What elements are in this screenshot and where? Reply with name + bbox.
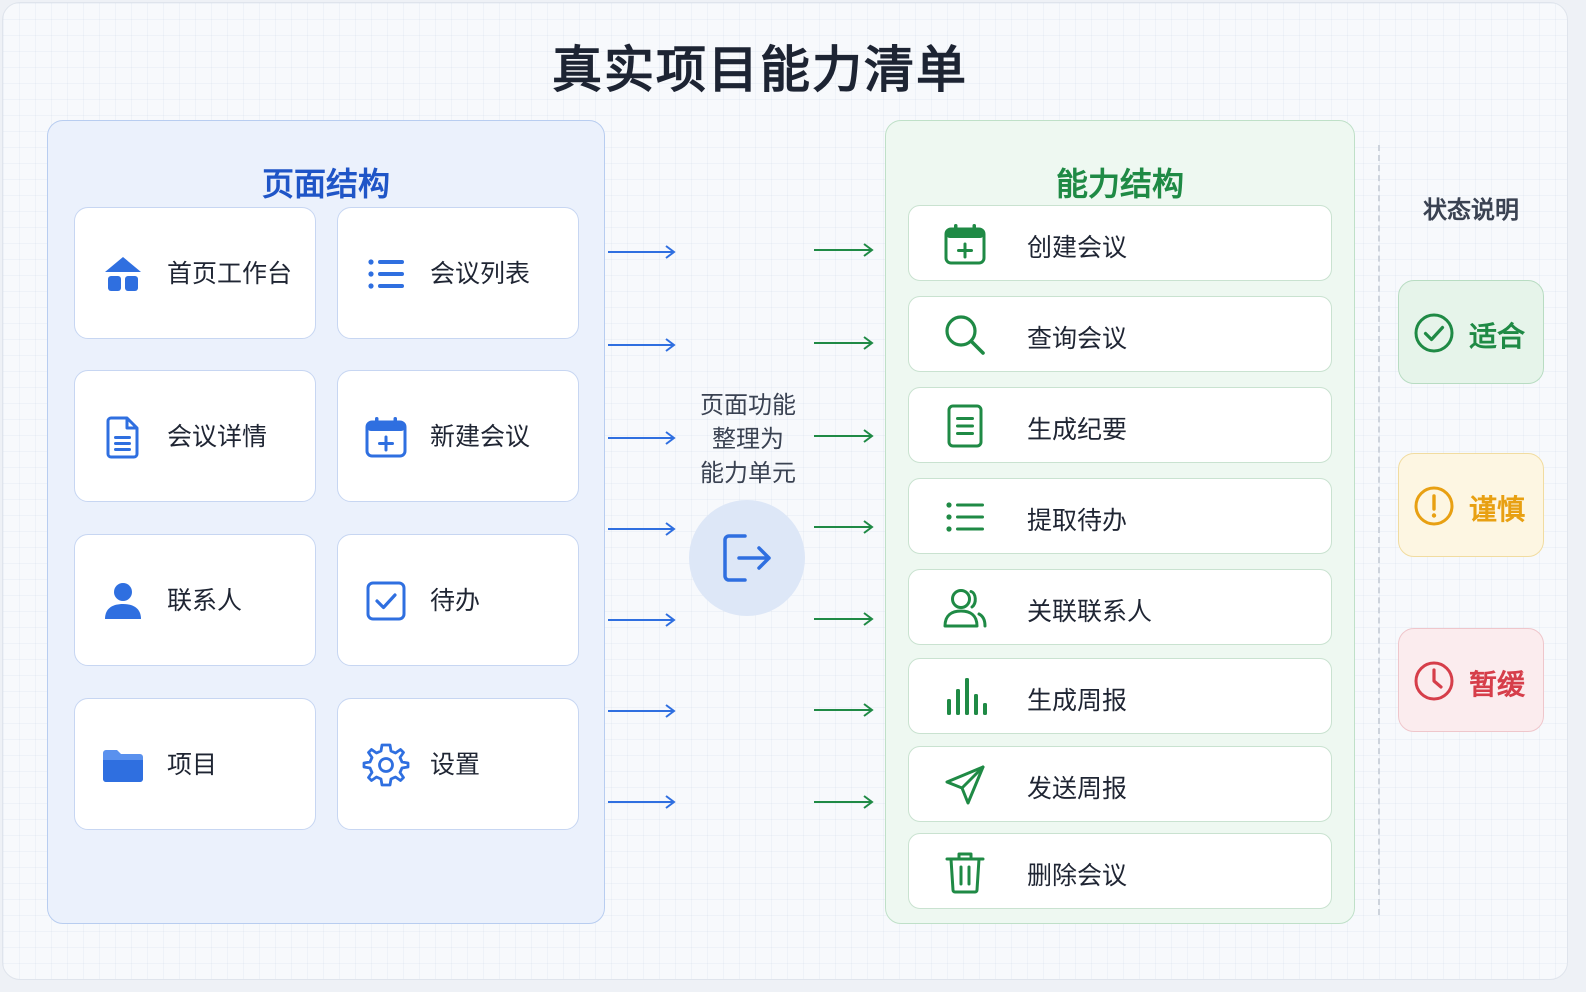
page-card-contacts[interactable]: 联系人 (74, 534, 316, 666)
transform-caption-line: 整理为 (712, 425, 784, 453)
bar-chart-icon (947, 678, 987, 715)
capability-query-meeting[interactable]: 查询会议 (908, 296, 1332, 372)
page-card-label: 待办 (430, 586, 481, 615)
page-card-projects[interactable]: 项目 (74, 698, 316, 830)
status-caution: 谨慎 (1398, 453, 1544, 557)
capability-label: 关联联系人 (1027, 597, 1153, 626)
page-card-home[interactable]: 首页工作台 (74, 207, 316, 339)
contacts-icon (943, 589, 987, 628)
capability-label: 生成周报 (1027, 686, 1128, 715)
transform-caption-line: 页面功能 (700, 391, 796, 419)
status-postponed: 暂缓 (1398, 628, 1544, 732)
capability-generate-weekly-report[interactable]: 生成周报 (908, 658, 1332, 734)
list-icon (946, 502, 984, 532)
status-suitable: 适合 (1398, 280, 1544, 384)
capability-generate-minutes[interactable]: 生成纪要 (908, 387, 1332, 463)
document-icon (947, 404, 983, 448)
capability-link-contacts[interactable]: 关联联系人 (908, 569, 1332, 645)
page-card-meeting-list[interactable]: 会议列表 (337, 207, 579, 339)
capability-label: 查询会议 (1027, 324, 1128, 353)
page-card-new-meeting[interactable]: 新建会议 (337, 370, 579, 502)
page-card-label: 首页工作台 (167, 259, 293, 288)
calendar-add-icon (365, 417, 407, 458)
page-card-label: 新建会议 (430, 422, 531, 451)
page-card-label: 会议详情 (167, 422, 268, 451)
capability-label: 提取待办 (1027, 506, 1128, 535)
flow-arrow-green (814, 243, 874, 257)
flow-arrow-green (814, 795, 874, 809)
flow-arrow-blue (608, 338, 676, 352)
page-structure-panel: 页面结构 首页工作台 会议列表 会议详情 (47, 120, 605, 924)
flow-arrow-blue (608, 704, 676, 718)
legend-title: 状态说明 (1423, 196, 1519, 224)
flow-arrow-green (814, 429, 874, 443)
legend-divider (1378, 145, 1380, 915)
capability-create-meeting[interactable]: 创建会议 (908, 205, 1332, 281)
send-icon (945, 765, 985, 805)
trash-icon (945, 852, 985, 894)
transform-caption-line: 能力单元 (700, 459, 796, 487)
list-icon (368, 259, 404, 289)
document-icon (106, 416, 139, 459)
page-card-settings[interactable]: 设置 (337, 698, 579, 830)
page-card-meeting-detail[interactable]: 会议详情 (74, 370, 316, 502)
flow-arrow-blue (608, 795, 676, 809)
gear-icon (362, 743, 410, 787)
flow-arrow-blue (608, 245, 676, 259)
flow-arrow-blue (608, 431, 676, 445)
transform-caption: 页面功能 整理为 能力单元 (686, 388, 810, 490)
checkbox-icon (366, 581, 406, 621)
home-icon (105, 257, 141, 291)
capability-delete-meeting[interactable]: 删除会议 (908, 833, 1332, 909)
capability-structure-title: 能力结构 (1055, 165, 1184, 203)
page-card-label: 项目 (167, 750, 218, 779)
flow-arrow-green (814, 612, 874, 626)
warning-circle-icon (1414, 486, 1454, 526)
page-card-label: 联系人 (167, 586, 243, 615)
page-card-label: 会议列表 (430, 259, 531, 288)
page-title: 真实项目能力清单 (552, 41, 968, 99)
status-label: 谨慎 (1469, 493, 1526, 526)
calendar-add-icon (944, 224, 986, 265)
status-label: 适合 (1469, 320, 1526, 353)
flow-arrow-green (814, 703, 874, 717)
capability-extract-todo[interactable]: 提取待办 (908, 478, 1332, 554)
capability-send-weekly-report[interactable]: 发送周报 (908, 746, 1332, 822)
flow-arrow-green (814, 336, 874, 350)
folder-icon (103, 750, 143, 782)
clock-icon (1414, 661, 1454, 701)
capability-structure-panel: 能力结构 创建会议 查询会议 生成纪要 提 (885, 120, 1355, 924)
capability-label: 生成纪要 (1027, 415, 1128, 444)
flow-arrow-blue (608, 522, 676, 536)
status-label: 暂缓 (1469, 668, 1526, 701)
flow-arrow-blue (608, 613, 676, 627)
page-card-todo[interactable]: 待办 (337, 534, 579, 666)
flow-arrow-green (814, 520, 874, 534)
capability-label: 删除会议 (1027, 861, 1128, 890)
check-circle-icon (1414, 313, 1454, 353)
capability-label: 创建会议 (1027, 233, 1128, 262)
capability-label: 发送周报 (1027, 774, 1128, 803)
page-structure-title: 页面结构 (261, 165, 390, 203)
transform-node (689, 500, 805, 616)
search-icon (945, 315, 985, 355)
page-card-label: 设置 (430, 750, 481, 779)
person-icon (105, 583, 141, 619)
export-icon (723, 534, 771, 582)
